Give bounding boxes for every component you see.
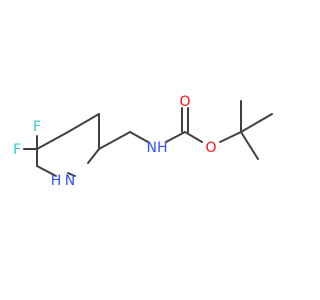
bond-o-cq xyxy=(219,131,242,143)
bond-n-c6 xyxy=(36,165,57,177)
piperidine-nh-h-label: H xyxy=(51,173,62,189)
bond-c3-ch2 xyxy=(98,131,131,150)
bond-ch2-n xyxy=(129,131,149,143)
bond-c-o-single xyxy=(184,131,203,143)
bond-c1-c2 xyxy=(36,131,69,150)
bond-c5-n xyxy=(67,172,76,177)
molecule-structure: F F N H NH O O xyxy=(13,94,273,189)
piperidine-nh-n-label: N xyxy=(65,173,75,189)
amide-nh-label: NH xyxy=(147,140,168,156)
bonds xyxy=(23,100,273,177)
bond-n-c xyxy=(165,131,186,143)
bond-cq-me-right xyxy=(240,113,273,133)
carbonyl-oxygen-label: O xyxy=(179,94,190,110)
fluorine-label-1: F xyxy=(33,119,41,135)
ester-oxygen-label: O xyxy=(205,140,216,156)
bond-c4-c5 xyxy=(87,148,100,164)
fluorine-label-2: F xyxy=(13,142,21,158)
bond-c2-c3 xyxy=(67,113,100,133)
bond-cq-me-bottom xyxy=(240,131,259,160)
